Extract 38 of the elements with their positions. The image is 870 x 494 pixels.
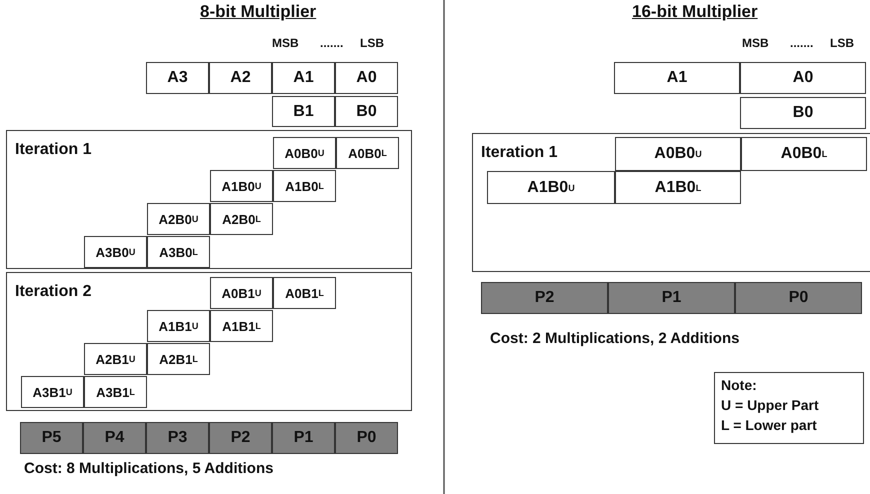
operand-cell: A0: [335, 62, 398, 94]
iteration-heading: Iteration 2: [15, 283, 92, 301]
msb-label: MSB: [742, 36, 769, 50]
product-cell: P4: [83, 422, 146, 454]
note-text: U = Upper Part: [721, 396, 820, 415]
product-cell: P3: [146, 422, 209, 454]
iteration-panel: [472, 133, 870, 272]
iteration-heading: Iteration 1: [481, 144, 558, 162]
operand-cell: A3: [146, 62, 209, 94]
lsb-label: LSB: [360, 36, 384, 50]
note-heading: Note:: [721, 376, 758, 395]
cost-note: Cost: 2 Multiplications, 2 Additions: [490, 330, 740, 347]
product-cell: P0: [735, 282, 862, 314]
product-cell: P1: [608, 282, 735, 314]
cost-note: Cost: 8 Multiplications, 5 Additions: [24, 460, 274, 477]
operand-cell: A1: [614, 62, 740, 94]
dots-label: .......: [320, 36, 344, 50]
operand-cell: B1: [272, 96, 335, 127]
product-cell: P5: [20, 422, 83, 454]
note-box: [714, 372, 864, 444]
panel-heading: 16-bit Multiplier: [632, 2, 758, 22]
product-cell: P0: [335, 422, 398, 454]
dots-label: .......: [790, 36, 814, 50]
operand-cell: B0: [335, 96, 398, 127]
lsb-label: LSB: [830, 36, 854, 50]
operand-cell: B0: [740, 97, 866, 129]
iteration-heading: Iteration 1: [15, 141, 92, 159]
operand-cell: A2: [209, 62, 272, 94]
operand-cell: A1: [272, 62, 335, 94]
product-cell: P2: [481, 282, 608, 314]
note-text: L = Lower part: [721, 416, 818, 435]
msb-label: MSB: [272, 36, 299, 50]
iteration-panel: [6, 130, 412, 269]
product-cell: P2: [209, 422, 272, 454]
product-cell: P1: [272, 422, 335, 454]
iteration-panel: [6, 272, 412, 411]
panel-heading: 8-bit Multiplier: [200, 2, 316, 22]
operand-cell: A0: [740, 62, 866, 94]
